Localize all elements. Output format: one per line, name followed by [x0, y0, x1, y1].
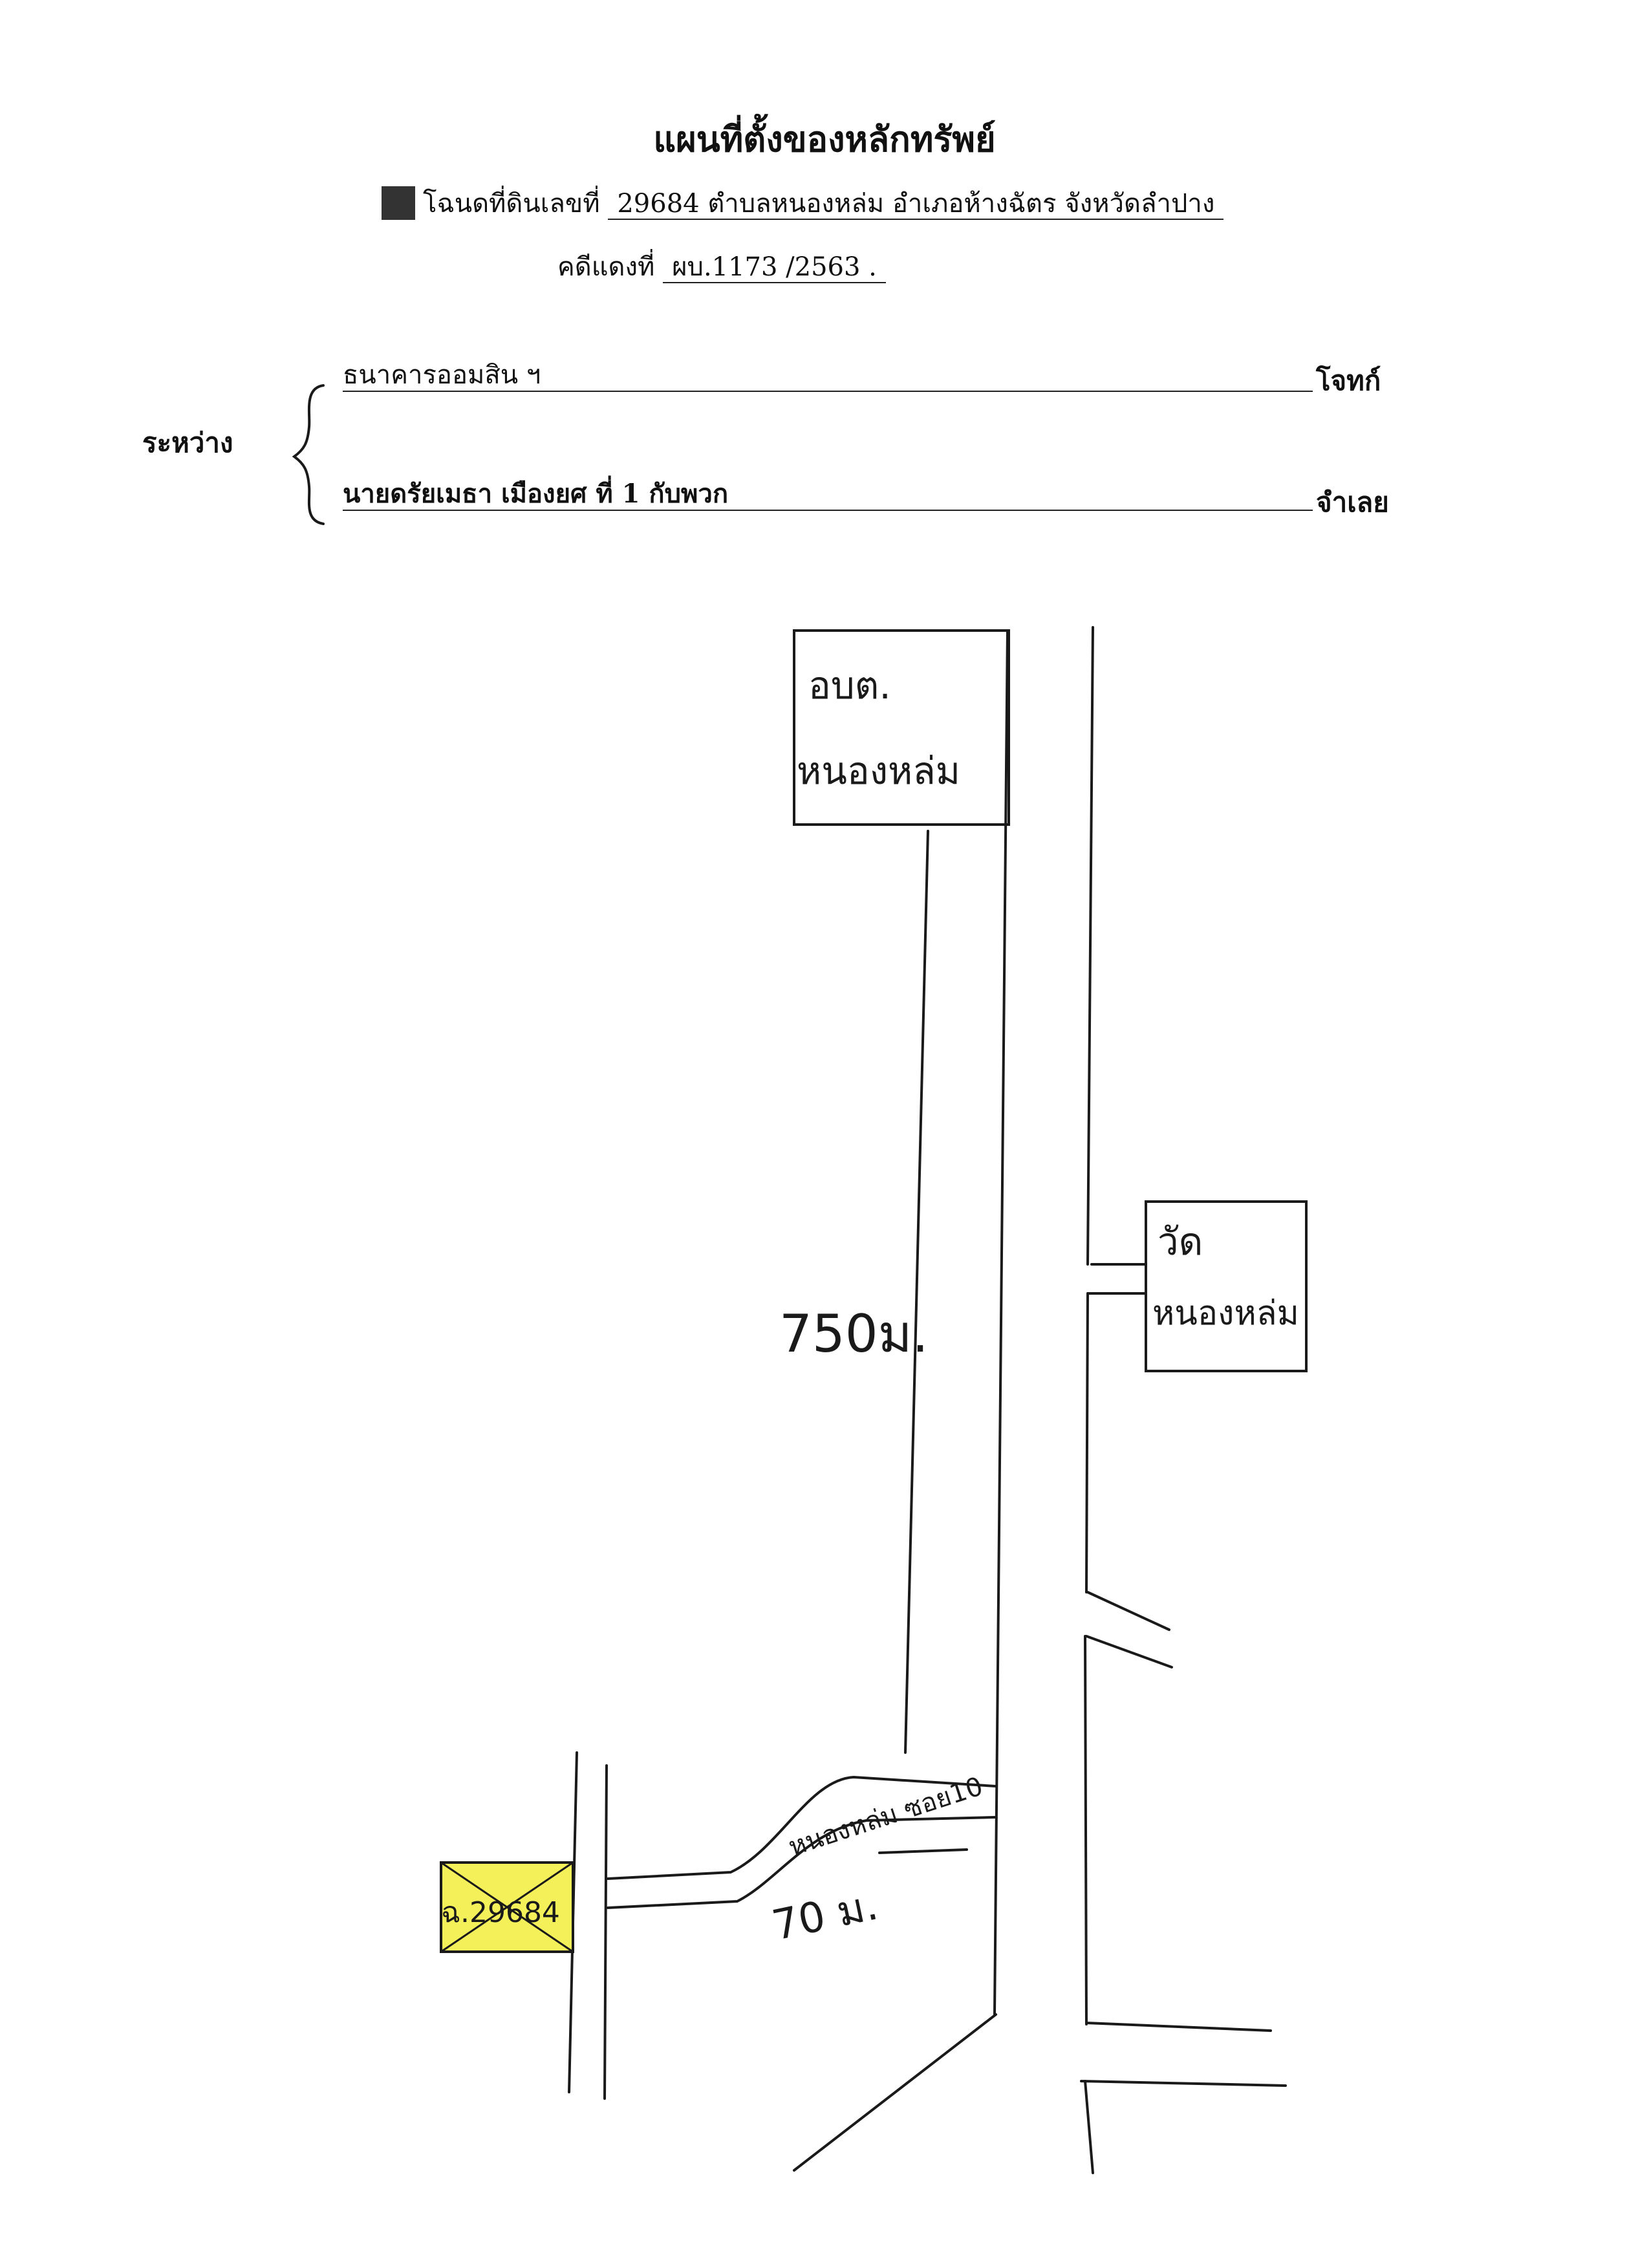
- brace-icon: [292, 384, 325, 525]
- plaintiff-role: โจทก์: [1316, 365, 1381, 396]
- between-label: ระหว่าง: [142, 427, 233, 459]
- page-title: แผนที่ตั้งของหลักทรัพย์: [653, 118, 996, 160]
- main-road-left-edge: [993, 629, 1009, 2016]
- branch-road-right-1: [1086, 1591, 1170, 1631]
- distance-line-main: [904, 830, 929, 1754]
- checkbox-marker-icon: [382, 186, 415, 220]
- land-parcel-marker: [440, 1861, 574, 1953]
- distance-main-label: 750ม.: [779, 1304, 929, 1364]
- deed-location: 29684 ตำบลหนองหล่ม อำเภอห้างฉัตร จังหวัด…: [608, 189, 1224, 220]
- branch-road-right-2: [1085, 2022, 1272, 2032]
- case-label: คดีแดงที่: [557, 252, 655, 282]
- side-road-lower: [607, 1816, 996, 1909]
- defendant-role: จำเลย: [1316, 486, 1389, 518]
- landmark-top-line1: อบต.: [808, 664, 891, 707]
- landmark-box-temple: [1145, 1200, 1308, 1372]
- case-line: คดีแดงที่ ผบ.1173 /2563 .: [557, 246, 886, 287]
- main-road-right-edge: [1086, 626, 1094, 1266]
- plaintiff-name: ธนาคารออมสิน ฯ: [343, 360, 1313, 392]
- landmark-top-line2: หนองหล่ม: [797, 749, 960, 793]
- side-road-name: หนองหล่ม ซอย10: [785, 1771, 987, 1862]
- defendant-name: นายดรัยเมธา เมืองยศ ที่ 1 กับพวก: [343, 479, 1313, 511]
- distance-side-label: 70 ม.: [768, 1881, 882, 1950]
- parcel-label: ฉ.29684: [441, 1896, 560, 1929]
- side-road-upper: [607, 1775, 997, 1880]
- local-road-right: [603, 1764, 608, 2100]
- bottom-road-left: [793, 2013, 997, 2172]
- deed-label: โฉนดที่ดินเลขที่: [423, 189, 600, 219]
- landmark-temple-line1: วัด: [1158, 1220, 1203, 1264]
- bottom-road-right: [1084, 2080, 1094, 2174]
- case-number: ผบ.1173 /2563 .: [663, 252, 886, 283]
- deed-line: โฉนดที่ดินเลขที่ 29684 ตำบลหนองหล่ม อำเภ…: [382, 182, 1224, 224]
- landmark-temple-line2: หนองหล่ม: [1152, 1294, 1299, 1333]
- landmark-box-top: [793, 629, 1010, 826]
